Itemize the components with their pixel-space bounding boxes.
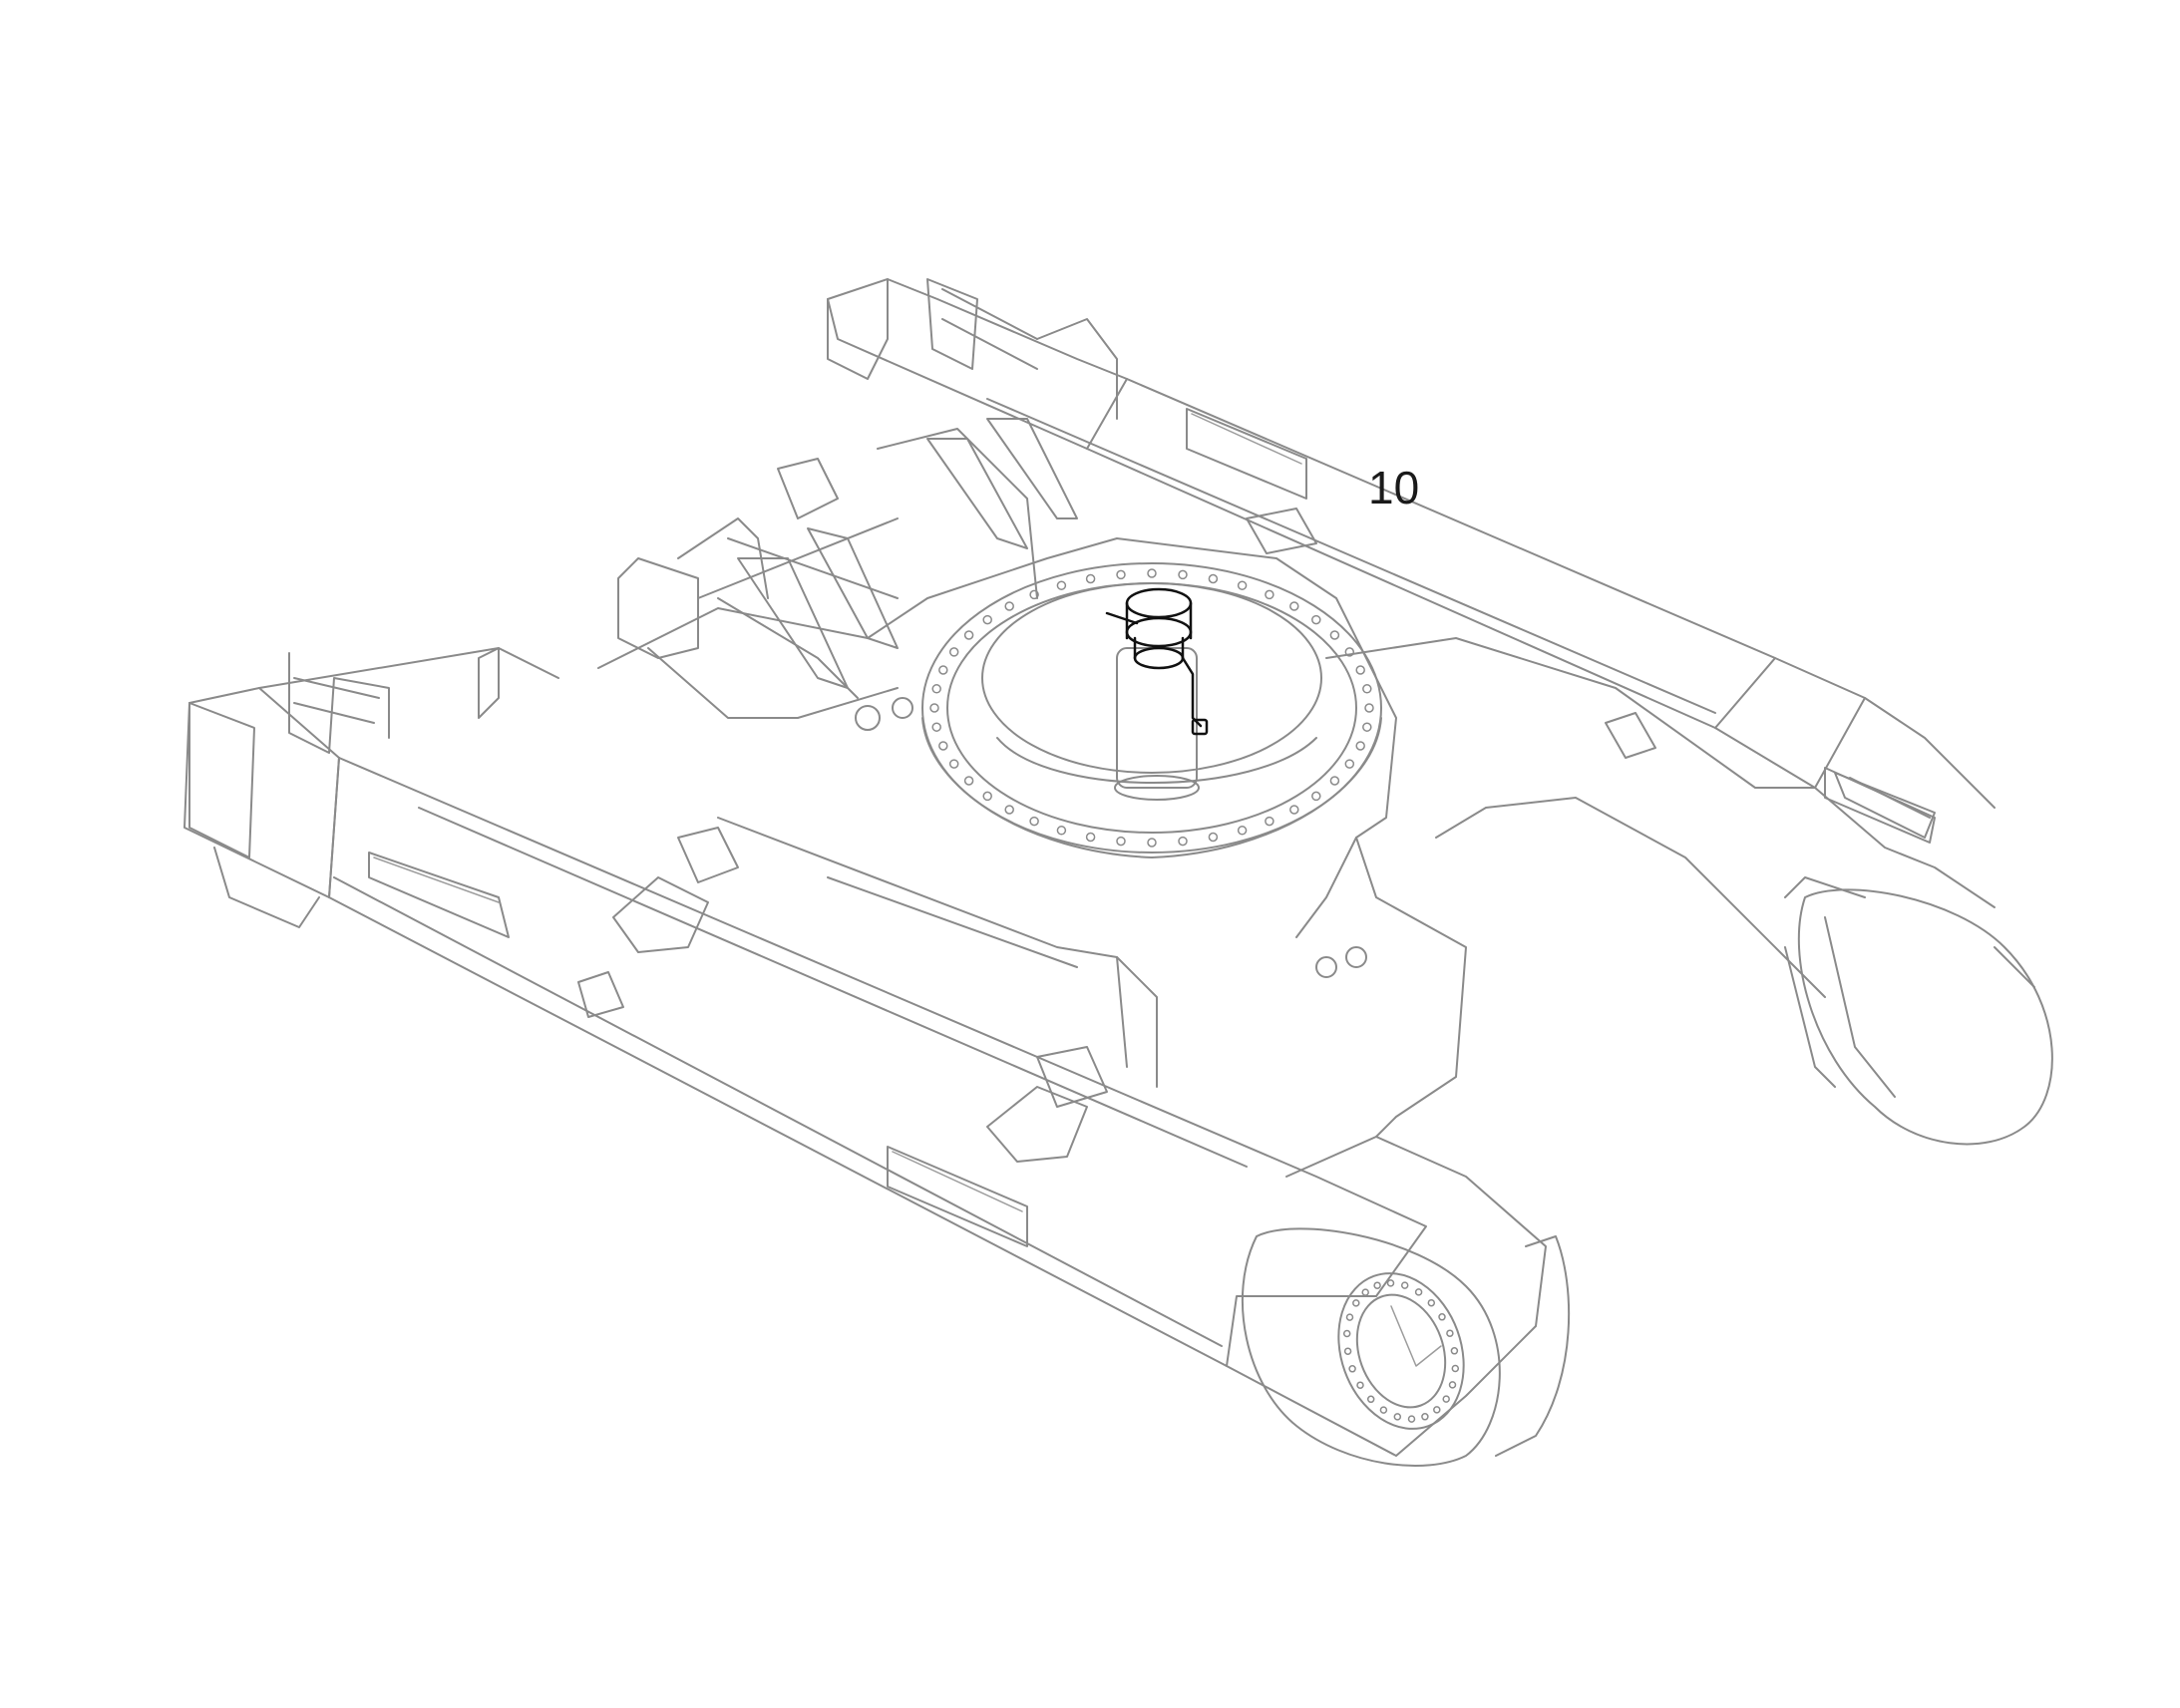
bolt-hole [1289,805,1299,815]
drum-bolt-hole [1352,1299,1360,1307]
bolt-hole [1344,647,1355,657]
bolt-hole [931,684,941,694]
bolt-hole [1362,722,1372,732]
drum-bolt-hole [1345,1313,1354,1321]
drum-bolt-hole [1407,1415,1416,1423]
drum-bolt-hole [1386,1279,1395,1287]
bolt-hole [1355,665,1365,675]
center-swivel-joint [1105,587,1209,801]
lower-frame-outline [183,278,2053,1467]
callout-label-10: 10 [1368,462,1419,513]
bolt-hole [1029,589,1039,600]
bolt-hole [1329,776,1340,786]
drum-bolt-hole [1448,1381,1457,1389]
drum-bolt-hole [1393,1413,1402,1421]
drum-bolt-hole [1400,1281,1409,1289]
bolt-hole [1029,816,1039,827]
bolt-hole [1147,838,1157,848]
bolt-hole [931,722,941,732]
bolt-hole [1344,759,1355,769]
bolt-hole [1004,805,1014,815]
bolt-circle [929,568,1460,1423]
bolt-hole [1208,832,1219,843]
bolt-hole [1355,741,1365,751]
bolt-hole [1056,826,1067,836]
bolt-hole [1265,589,1274,600]
drum-bolt-hole [1342,1329,1351,1338]
bolt-hole [1085,832,1096,843]
bolt-hole [1208,573,1219,584]
bolt-hole [1085,573,1096,584]
bolt-hole [1289,601,1299,611]
drum-bolt-hole [1414,1288,1423,1296]
bolt-hole [1116,569,1126,580]
bolt-hole [1364,703,1374,713]
bolt-hole [963,776,974,786]
bolt-hole [1237,826,1248,836]
bolt-hole [1311,614,1321,625]
bolt-hole [1362,684,1372,694]
drum-bolt-hole [1361,1288,1369,1296]
bolt-hole [982,791,992,802]
drum-bolt-hole [1446,1329,1454,1337]
drum-bolt-hole [1379,1406,1388,1414]
drum-bolt-hole [1421,1413,1429,1421]
drum-bolt-hole [1451,1364,1460,1373]
bolt-hole [963,630,974,640]
bolt-hole [948,759,959,769]
bolt-hole [1178,569,1188,580]
drum-bolt-hole [1427,1298,1436,1307]
bolt-hole [1237,580,1248,590]
bolt-hole [929,703,939,713]
drum-bolt-hole [1356,1381,1364,1389]
drum-bolt-hole [1348,1365,1356,1373]
bolt-hole [1004,601,1014,611]
bolt-hole [1265,816,1274,827]
bolt-hole [1116,836,1126,847]
bolt-hole [1329,630,1340,640]
bolt-hole [938,665,948,675]
drum-bolt-hole [1433,1406,1441,1414]
bolt-hole [982,614,992,625]
bolt-hole [1056,580,1067,590]
bolt-hole [1311,791,1321,802]
bolt-hole [938,741,948,751]
drum-bolt-hole [1438,1313,1446,1321]
bolt-hole [948,647,959,657]
drum-bolt-hole [1373,1281,1381,1289]
bolt-hole [1147,568,1157,578]
drum-bolt-hole [1442,1395,1450,1403]
drum-bolt-hole [1366,1395,1375,1404]
drum-bolt-hole [1343,1347,1352,1355]
bolt-hole [1178,836,1188,847]
drum-bolt-hole [1450,1347,1459,1355]
